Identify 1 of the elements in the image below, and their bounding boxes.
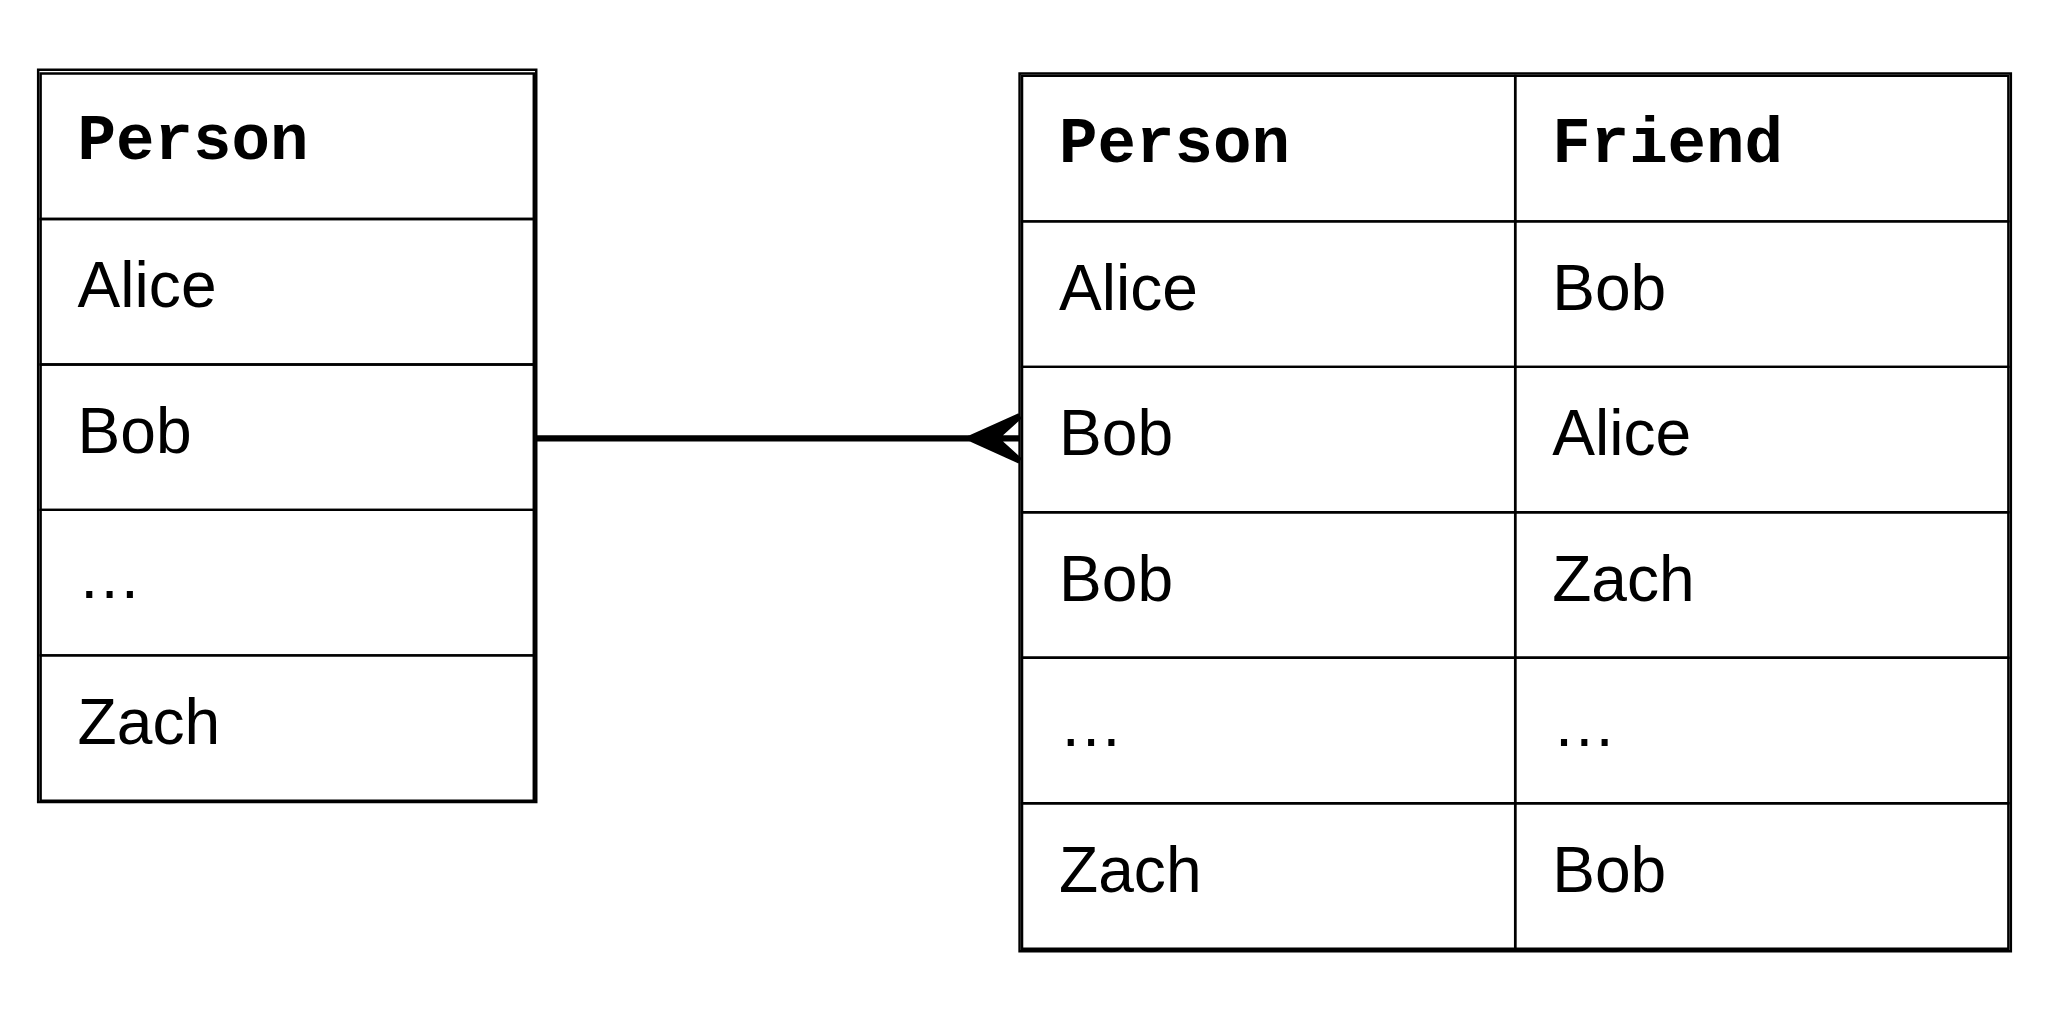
connector bbox=[536, 413, 1023, 464]
